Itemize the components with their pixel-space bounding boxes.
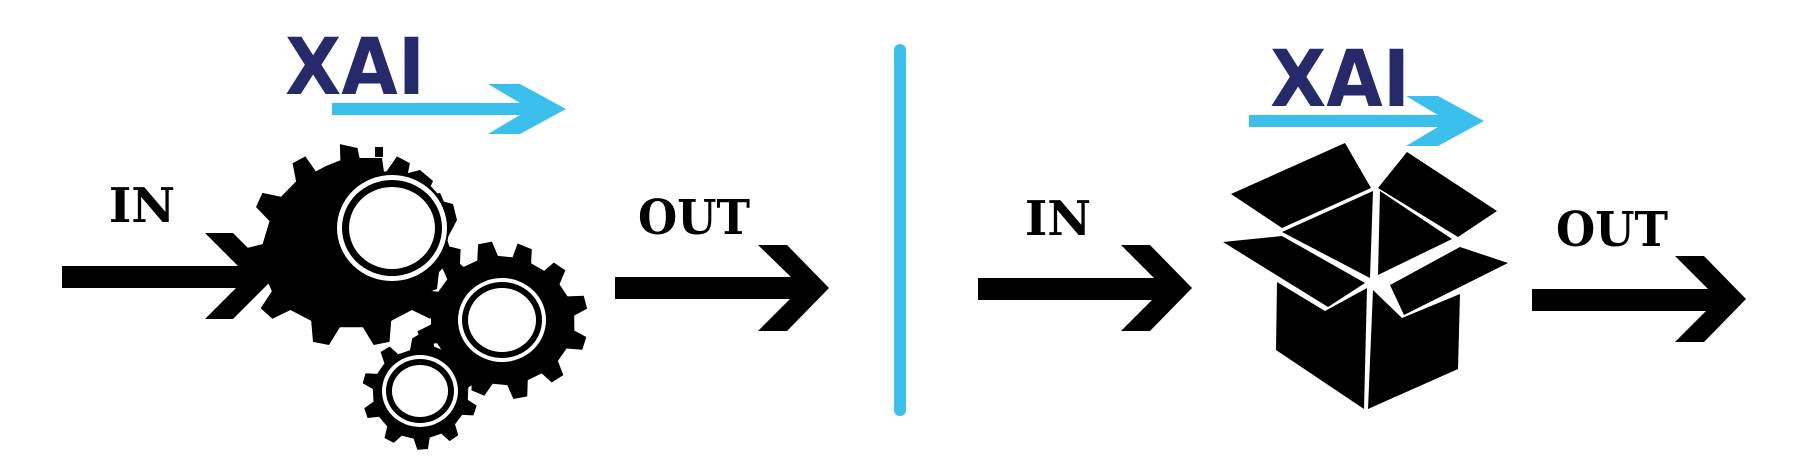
left-in-arrow-icon [62,233,276,319]
open-box-icon [1223,143,1508,409]
left-in-label: IN [109,178,175,234]
gears-icon [241,144,588,450]
left-xai-label: XAI [285,23,425,113]
right-out-label: OUT [1556,202,1668,258]
left-out-label: OUT [638,190,750,246]
right-out-arrow-icon [1532,256,1746,342]
right-xai-arrow-icon [1249,96,1484,146]
right-panel: XAI IN [978,35,1746,409]
right-xai-label: XAI [1270,35,1410,125]
right-in-arrow-icon [978,245,1192,331]
left-out-arrow-icon [615,245,829,331]
right-in-label: IN [1025,191,1091,247]
left-panel: XAI IN [62,23,829,450]
left-xai-arrow-icon [332,84,566,134]
